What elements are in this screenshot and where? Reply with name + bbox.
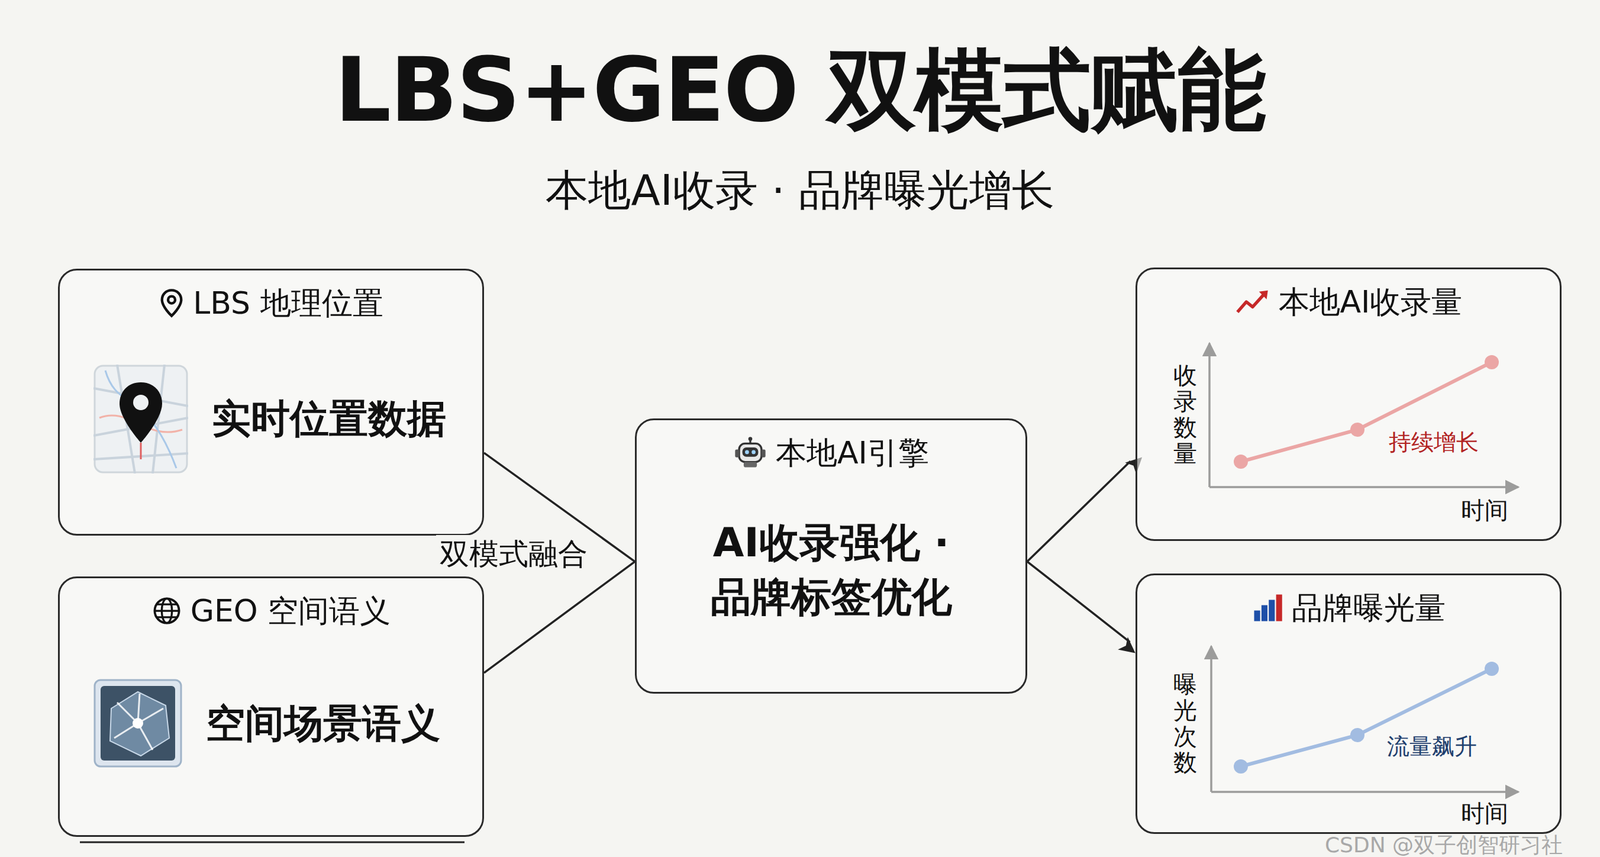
node-header: 本地AI收录量	[1137, 269, 1560, 321]
node-heading: 本地AI引擎	[775, 434, 929, 472]
thumbnail-image	[93, 364, 189, 474]
axis-label: 时间	[1460, 798, 1509, 828]
connector	[1027, 561, 1131, 643]
header-icon	[733, 435, 768, 470]
input-box: GEO 空间语义空间场景语义	[57, 576, 485, 837]
trend-label: 持续增长	[1388, 428, 1479, 457]
axis-label: 时间	[1460, 495, 1509, 525]
node-body-text: AI收录强化 · 品牌标签优化	[698, 515, 965, 625]
input-box: LBS 地理位置实时位置数据	[57, 268, 485, 536]
title: LBS+GEO 双模式赋能	[0, 41, 1600, 140]
rule-line	[79, 841, 465, 844]
connector	[1027, 460, 1131, 562]
node-header: GEO 空间语义	[59, 578, 483, 629]
node-header: LBS 地理位置	[59, 270, 483, 322]
node-body-text: 空间场景语义	[205, 697, 441, 750]
thumbnail-image	[93, 678, 183, 768]
trend-label: 流量飙升	[1386, 733, 1477, 761]
connector	[484, 561, 635, 673]
node-body: 实时位置数据	[59, 321, 483, 534]
node-heading: LBS 地理位置	[192, 284, 383, 322]
header-icon	[158, 287, 185, 319]
node-body-text: 实时位置数据	[211, 392, 447, 445]
engine-box: 本地AI引擎 AI收录强化 · 品牌标签优化	[634, 418, 1028, 694]
header-icon	[1234, 287, 1271, 316]
chart-box: 品牌曝光量	[1135, 573, 1562, 834]
subtitle: 本地AI收录 · 品牌曝光增长	[0, 164, 1600, 216]
axis-label: 曝光次数	[1173, 671, 1198, 776]
axis-label: 收录数量	[1173, 362, 1198, 467]
node-body: 空间场景语义	[59, 628, 483, 835]
node-heading: GEO 空间语义	[190, 592, 392, 629]
watermark: CSDN @双子创智研习社	[1324, 831, 1563, 857]
edge-merge-label: 双模式融合	[436, 534, 592, 573]
header-icon	[1251, 592, 1284, 623]
node-header: 品牌曝光量	[1137, 575, 1560, 627]
node-heading: 本地AI收录量	[1278, 283, 1463, 321]
header-icon	[151, 595, 183, 627]
node-heading: 品牌曝光量	[1291, 589, 1446, 627]
node-header: 本地AI引擎	[636, 420, 1026, 472]
node-body: AI收录强化 · 品牌标签优化	[636, 471, 1026, 692]
